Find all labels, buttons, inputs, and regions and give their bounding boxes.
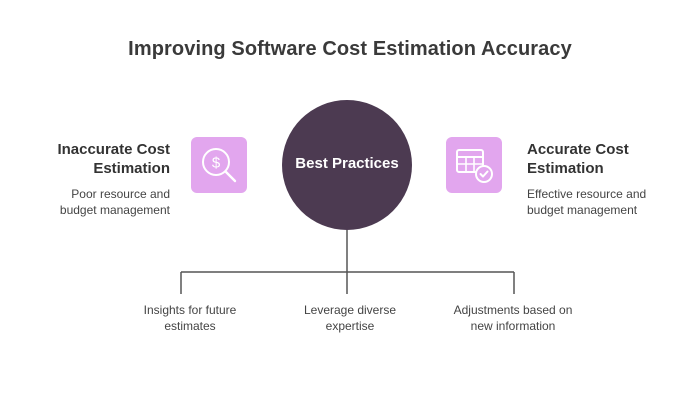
inaccurate-estimation-title: Inaccurate Cost Estimation xyxy=(57,141,170,177)
spreadsheet-check-icon xyxy=(446,137,502,193)
best-practices-circle: Best Practices xyxy=(282,100,412,230)
dollar-magnifier-icon: $ xyxy=(191,137,247,193)
inaccurate-estimation-description: Poor resource and budget management xyxy=(59,187,170,217)
accurate-estimation-title: Accurate Cost Estimation xyxy=(527,141,629,177)
svg-text:$: $ xyxy=(212,155,221,172)
accurate-estimation-description: Effective resource and budget management xyxy=(527,187,647,217)
best-practices-label: Best Practices xyxy=(295,155,399,172)
branch-label-insights: Insights for future estimates xyxy=(143,303,237,333)
diagram-title: Improving Software Cost Estimation Accur… xyxy=(128,38,572,60)
branch-label-adjustments: Adjustments based on new information xyxy=(453,303,573,333)
branch-label-expertise: Leverage diverse expertise xyxy=(303,303,397,333)
